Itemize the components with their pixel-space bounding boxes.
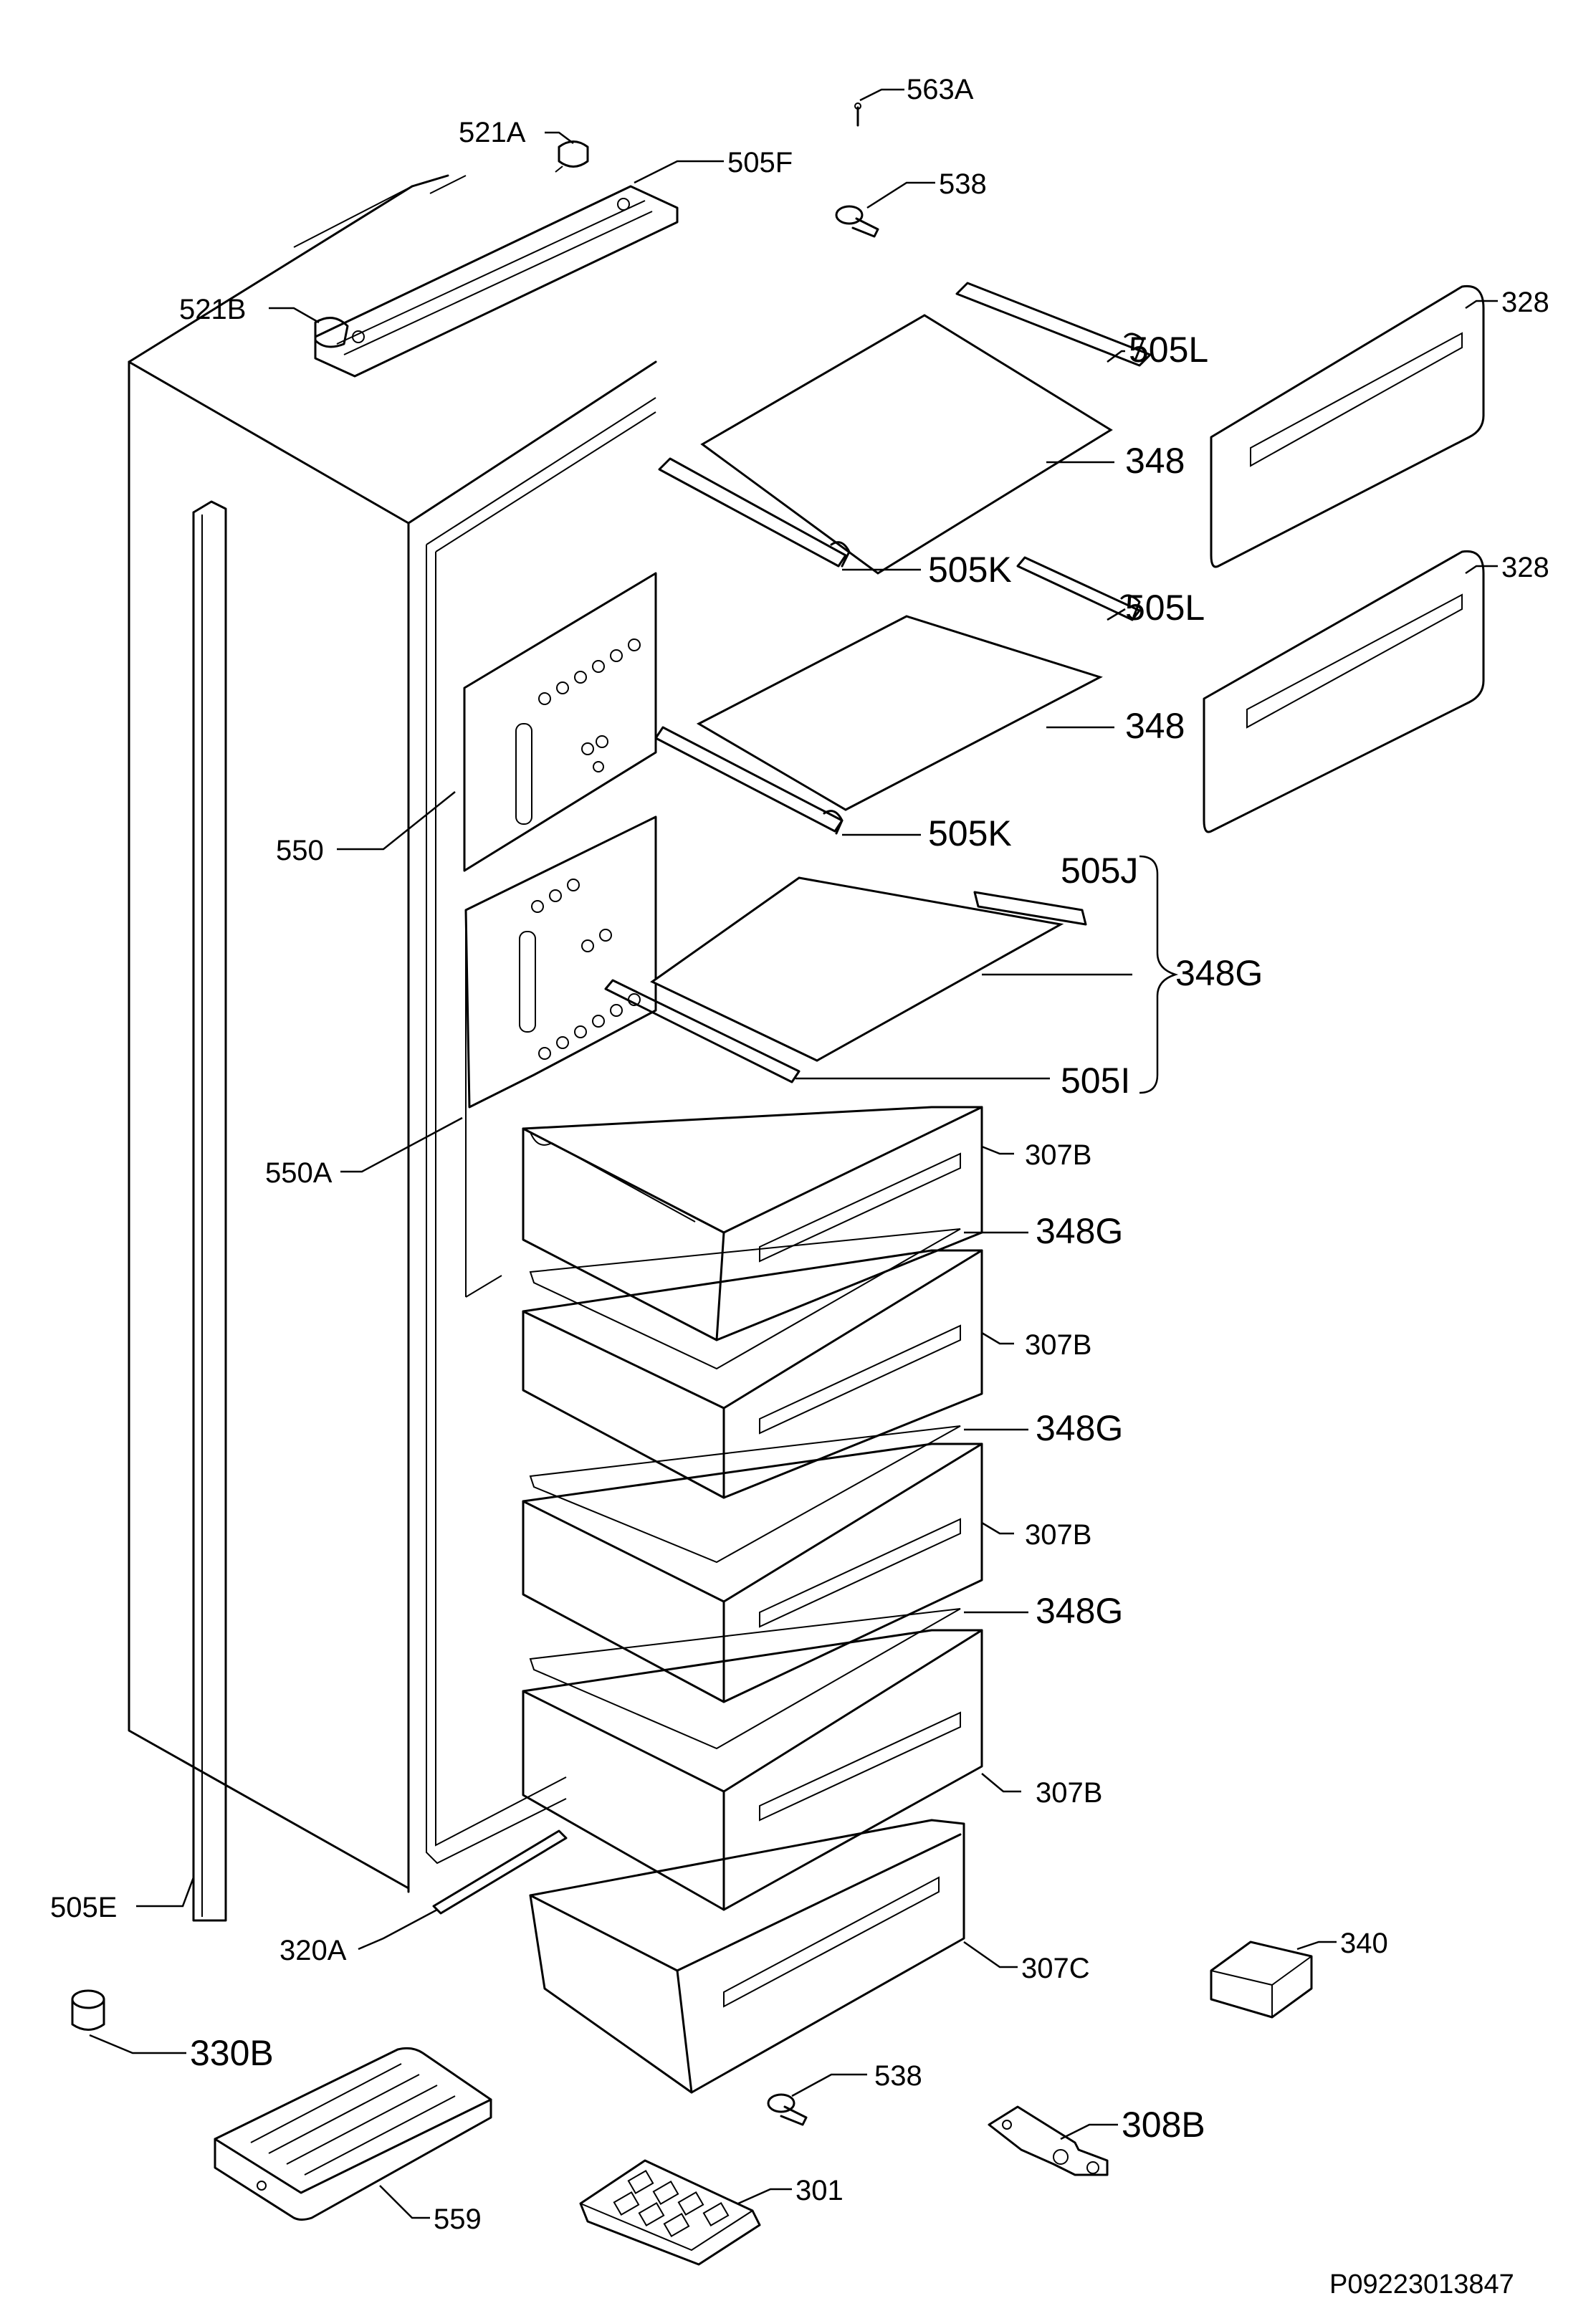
knob-330B [71,1989,105,2031]
shelf-rail-505K-lower [654,726,844,835]
drawer-cover-348G-1 [529,1228,961,1370]
box-340 [1210,1941,1313,2019]
label-340: 340 [1340,1928,1388,1959]
label-328-lower: 328 [1501,552,1549,583]
label-538-bottom: 538 [874,2060,922,2092]
label-559: 559 [434,2204,482,2235]
drawer-307B-2 [522,1249,983,1499]
drawer-cover-348G-2 [529,1425,961,1564]
label-328-upper: 328 [1501,287,1549,318]
hinge-pin-521B [314,317,349,348]
label-563A: 563A [907,74,974,105]
plinth-320A [432,1829,568,1915]
tray-559 [214,2047,492,2221]
label-348G-2: 348G [1036,1408,1123,1448]
drawing-reference-number: P09223013847 [1329,2269,1514,2300]
label-521B: 521B [179,294,246,325]
label-348G-kit: 348G [1175,953,1263,993]
hinge-308B [988,2105,1109,2176]
glass-shelf-348-lower [696,615,1103,811]
drawer-cover-348G-3 [529,1608,961,1750]
top-hinge-cover-505F [314,185,679,378]
screw-563A [854,102,861,127]
label-307B-3: 307B [1025,1519,1091,1551]
ice-tray-301 [579,2159,761,2266]
control-panel-550 [463,572,657,872]
drawer-307C [529,1819,965,2094]
shelf-rail-505K-upper [658,457,851,568]
cabinet-body [128,174,657,1893]
label-348-upper: 348 [1125,441,1185,481]
label-505F: 505F [727,147,793,178]
label-348-lower: 348 [1125,706,1185,746]
label-538-top: 538 [939,168,987,200]
rail-505J [973,891,1087,926]
leader-lines [89,88,1498,2219]
drawer-307B-4 [522,1629,983,1911]
rail-505I [604,979,801,1083]
glass-shelf-348G [650,876,1064,1062]
label-348G-3: 348G [1036,1591,1123,1631]
label-307C: 307C [1021,1953,1090,1984]
drawer-307B-3 [522,1442,983,1703]
label-301: 301 [795,2175,844,2206]
label-505K-upper: 505K [928,550,1012,590]
shelf-rail-505L-lower [1016,556,1141,621]
label-505E: 505E [50,1892,117,1923]
label-307B-4: 307B [1036,1777,1102,1809]
label-348G-1: 348G [1036,1211,1123,1251]
label-308B: 308B [1122,2105,1205,2145]
bushing-538-bottom [767,2093,808,2126]
door-seal-505E [192,500,227,1922]
bushing-538-top [835,205,879,238]
label-550A: 550A [265,1157,333,1189]
door-bin-328-upper [1210,284,1485,568]
label-307B-2: 307B [1025,1329,1091,1361]
label-505L-lower: 505L [1125,588,1205,628]
shelf-rail-505L-upper [955,282,1152,367]
label-330B: 330B [190,2033,274,2073]
label-505I: 505I [1061,1061,1130,1101]
drawer-307B-1 [522,1106,983,1341]
part-labels: 563A 521A 505F 538 521B 328 505L 348 505… [50,74,1549,2300]
label-320A: 320A [279,1935,347,1966]
label-505L-upper: 505L [1129,330,1208,370]
label-505J: 505J [1061,851,1138,891]
label-307B-1: 307B [1025,1139,1091,1171]
hinge-pin-521A [555,140,589,173]
control-panel-550A [464,815,657,1298]
label-521A: 521A [459,117,526,148]
label-550: 550 [276,835,324,866]
glass-shelf-348-upper [700,314,1113,575]
door-bin-328-lower [1203,550,1485,833]
label-505K-lower: 505K [928,813,1012,853]
